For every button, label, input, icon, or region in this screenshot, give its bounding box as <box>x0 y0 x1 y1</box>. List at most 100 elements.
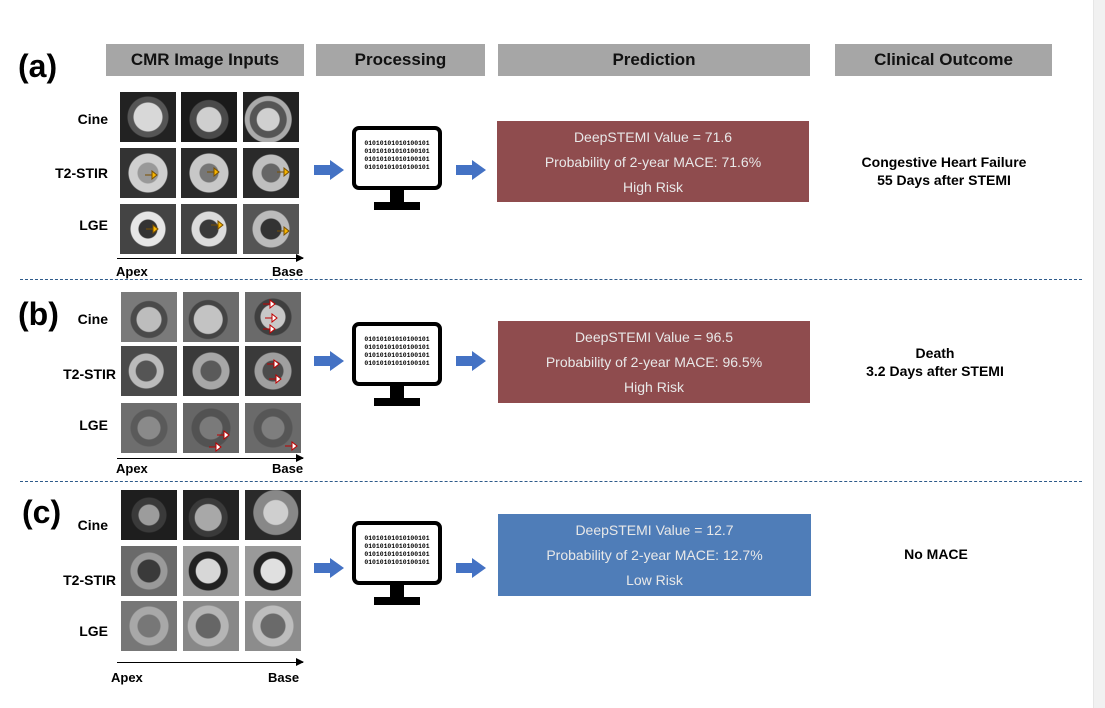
mace-probability: Probability of 2-year MACE: 71.6% <box>544 153 762 170</box>
header-outcome-text: Clinical Outcome <box>874 50 1013 69</box>
lesion-arrow-icon <box>285 441 298 451</box>
row-label-lge: LGE <box>79 217 108 233</box>
computer-monitor-icon: 01010101010100101 01010101010100101 0101… <box>352 521 442 605</box>
lesion-arrow-icon <box>267 359 280 369</box>
axis-label-apex: Apex <box>116 264 148 279</box>
image-tile <box>182 402 240 454</box>
lesion-arrow-icon <box>263 324 276 334</box>
header-processing-text: Processing <box>354 50 447 69</box>
image-tile <box>120 402 178 454</box>
binary-code-line: 01010101010100101 <box>364 140 429 147</box>
image-tile <box>120 291 178 343</box>
lesion-arrow-icon <box>211 220 224 230</box>
image-tile <box>182 345 240 397</box>
computer-monitor-icon: 01010101010100101 01010101010100101 0101… <box>352 126 442 210</box>
binary-code-line: 01010101010100101 <box>364 164 429 171</box>
panel-label: (a) <box>18 48 58 84</box>
divider-1 <box>20 279 1082 280</box>
lesion-arrow-icon <box>277 167 290 177</box>
risk-level: Low Risk <box>626 572 683 588</box>
axis-label-base: Base <box>272 264 304 279</box>
panel-label: (c) <box>22 494 62 530</box>
image-tile <box>120 600 178 652</box>
clinical-outcome: Death 3.2 Days after STEMI <box>825 344 1045 380</box>
binary-code-line: 01010101010100101 <box>364 551 429 558</box>
panel-label: (b) <box>18 296 59 332</box>
outcome-line1: Death <box>915 345 955 361</box>
image-tile <box>180 203 238 255</box>
outcome-line1: Congestive Heart Failure <box>861 154 1027 170</box>
axis-label-apex: Apex <box>116 461 148 476</box>
image-tile <box>244 600 302 652</box>
header-inputs-text: CMR Image Inputs <box>130 50 280 69</box>
header-outcome: Clinical Outcome <box>835 44 1052 76</box>
row-label-lge: LGE <box>79 623 108 639</box>
outcome-line1: No MACE <box>904 546 968 562</box>
image-tile <box>182 489 240 541</box>
computer-monitor-icon: 01010101010100101 01010101010100101 0101… <box>352 322 442 406</box>
binary-code-line: 01010101010100101 <box>364 543 429 550</box>
scrollbar[interactable] <box>1093 0 1105 708</box>
risk-level: High Risk <box>624 379 684 395</box>
image-tile <box>120 345 178 397</box>
image-tile <box>244 345 302 397</box>
lesion-arrow-icon <box>269 374 282 384</box>
image-tile <box>242 203 300 255</box>
lesion-arrow-icon <box>263 299 276 309</box>
image-tile <box>242 91 300 143</box>
image-tile <box>119 147 177 199</box>
row-label-cine: Cine <box>77 311 108 327</box>
risk-level: High Risk <box>623 178 683 195</box>
row-label-t2: T2-STIR <box>63 572 116 588</box>
apex-base-axis <box>117 658 304 666</box>
image-tile <box>180 91 238 143</box>
image-tile <box>120 545 178 597</box>
binary-code-line: 01010101010100101 <box>364 559 429 566</box>
binary-code-line: 01010101010100101 <box>364 148 429 155</box>
image-tile <box>244 489 302 541</box>
deepstemi-value: DeepSTEMI Value = 71.6 <box>573 128 733 145</box>
header-prediction-text: Prediction <box>612 50 696 69</box>
row-label-t2: T2-STIR <box>63 366 116 382</box>
clinical-outcome: Congestive Heart Failure 55 Days after S… <box>834 153 1054 189</box>
image-tile <box>242 147 300 199</box>
outcome-line2: 3.2 Days after STEMI <box>866 363 1004 379</box>
header-processing: Processing <box>316 44 485 76</box>
lesion-arrow-icon <box>277 226 290 236</box>
flow-arrow-icon <box>456 160 486 180</box>
lesion-arrow-icon <box>209 442 222 452</box>
lesion-arrow-icon <box>217 430 230 440</box>
row-label-cine: Cine <box>77 111 108 127</box>
mace-probability: Probability of 2-year MACE: 12.7% <box>546 547 763 563</box>
image-tile <box>182 600 240 652</box>
header-prediction: Prediction <box>498 44 810 76</box>
binary-code-line: 01010101010100101 <box>364 360 429 367</box>
flow-arrow-icon <box>456 351 486 371</box>
axis-label-base: Base <box>272 461 304 476</box>
flow-arrow-icon <box>314 558 344 578</box>
lesion-arrow-icon <box>145 170 158 180</box>
mace-probability: Probability of 2-year MACE: 96.5% <box>545 354 763 370</box>
header-inputs: CMR Image Inputs <box>106 44 304 76</box>
apex-base-axis <box>117 254 304 262</box>
lesion-arrow-icon <box>146 224 159 234</box>
binary-code-line: 01010101010100101 <box>364 535 429 542</box>
lesion-arrow-icon <box>207 167 220 177</box>
binary-code-line: 01010101010100101 <box>364 156 429 163</box>
image-tile <box>180 147 238 199</box>
prediction-box-high-risk: DeepSTEMI Value = 96.5 Probability of 2-… <box>498 321 810 403</box>
prediction-box-high-risk: DeepSTEMI Value = 71.6 Probability of 2-… <box>497 121 809 202</box>
image-tile <box>120 489 178 541</box>
image-tile <box>119 91 177 143</box>
binary-code-line: 01010101010100101 <box>364 344 429 351</box>
flow-arrow-icon <box>456 558 486 578</box>
apex-base-axis <box>117 454 304 462</box>
deepstemi-value: DeepSTEMI Value = 12.7 <box>575 522 734 538</box>
image-tile <box>182 545 240 597</box>
row-label-t2: T2-STIR <box>55 165 108 181</box>
outcome-line2: 55 Days after STEMI <box>877 172 1011 188</box>
flow-arrow-icon <box>314 160 344 180</box>
flow-arrow-icon <box>314 351 344 371</box>
axis-label-base: Base <box>268 670 300 685</box>
image-tile <box>182 291 240 343</box>
